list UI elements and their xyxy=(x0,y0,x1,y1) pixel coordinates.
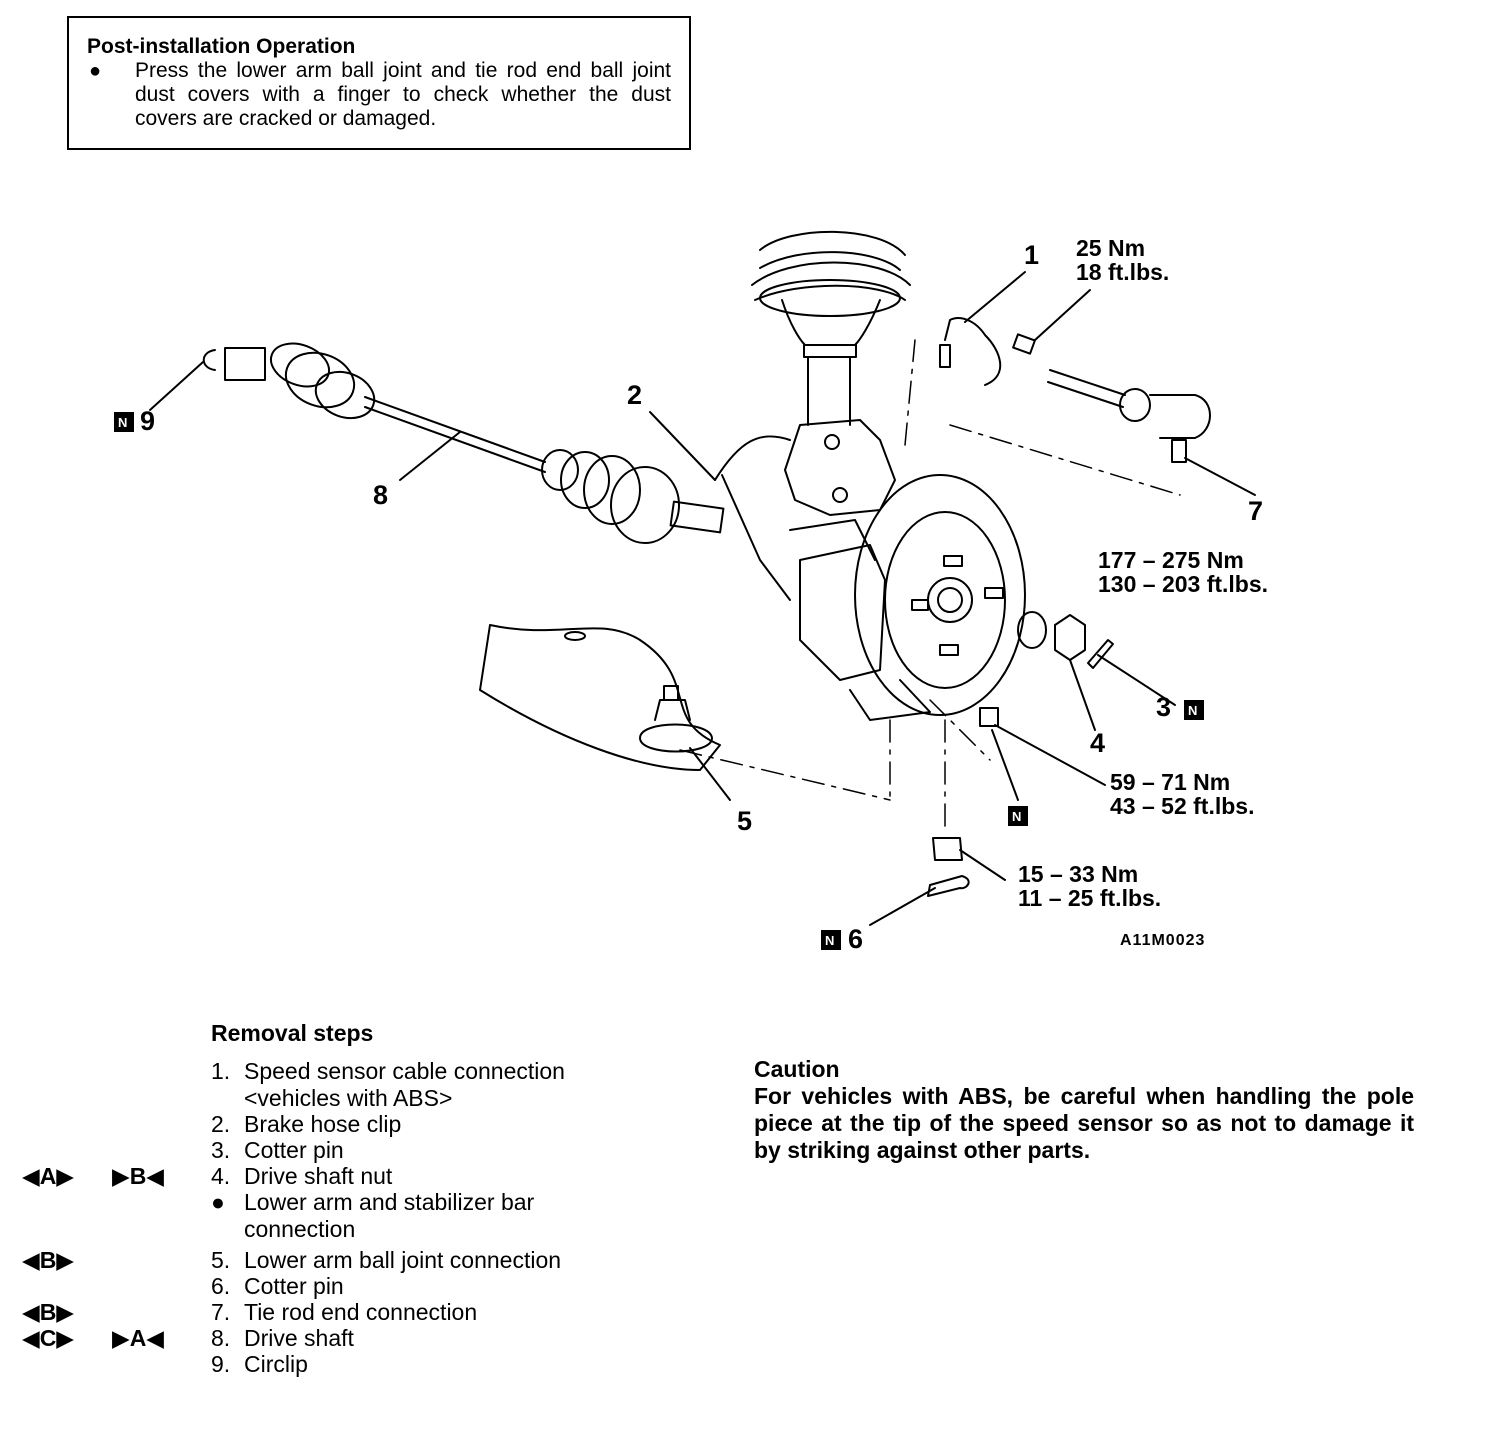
service-mark-2: ▶B◀ xyxy=(112,1163,164,1189)
step-text: Tie rod end connection xyxy=(244,1299,478,1325)
bolt-drawing xyxy=(1012,333,1036,355)
step-text: Brake hose clip xyxy=(244,1111,402,1137)
callout-8: 8 xyxy=(373,480,388,510)
post-installation-title: Post-installation Operation xyxy=(87,35,356,58)
step-number: 3. xyxy=(211,1137,231,1163)
callout-1: 1 xyxy=(1024,240,1039,270)
step-number: 1. xyxy=(211,1058,231,1084)
torque-4-ftlbs: 11 – 25 ft.lbs. xyxy=(1018,885,1161,911)
step-text: Lower arm and stabilizer bar connection xyxy=(244,1189,535,1242)
figure-code: A11M0023 xyxy=(1120,932,1205,949)
step-number: 9. xyxy=(211,1351,231,1377)
lower-nut-drawing xyxy=(979,707,999,727)
post-installation-box: Post-installation Operation ● Press the … xyxy=(67,16,691,150)
post-installation-item: ● Press the lower arm ball joint and tie… xyxy=(87,59,671,131)
svg-text:N: N xyxy=(118,415,127,430)
torque-3-nm: 59 – 71 Nm xyxy=(1110,769,1230,795)
cotter-pin-drawing xyxy=(1087,639,1114,669)
step-number: 6. xyxy=(211,1273,231,1299)
service-mark-1: ◀A▶ xyxy=(22,1163,74,1189)
callout-5: 5 xyxy=(737,806,752,836)
n-symbol-3: N xyxy=(1184,700,1204,720)
step-text: Drive shaft xyxy=(244,1325,354,1351)
n-symbol-9: N xyxy=(114,412,134,432)
svg-text:N: N xyxy=(825,933,834,948)
torque-4-nm: 15 – 33 Nm xyxy=(1018,861,1138,887)
torque-3-ftlbs: 43 – 52 ft.lbs. xyxy=(1110,793,1254,819)
callout-6: 6 xyxy=(848,924,863,954)
step-text: Cotter pin xyxy=(244,1137,344,1163)
step-text: Drive shaft nut xyxy=(244,1163,393,1189)
callout-2: 2 xyxy=(627,380,642,410)
step-text: Cotter pin xyxy=(244,1273,344,1299)
post-installation-text: Press the lower arm ball joint and tie r… xyxy=(135,59,671,130)
lower-arm-drawing xyxy=(479,624,721,771)
n-symbol-6: N xyxy=(821,930,841,950)
caution-text: For vehicles with ABS, be careful when h… xyxy=(754,1083,1414,1163)
tie-rod-end-drawing xyxy=(1047,369,1211,463)
speed-sensor-cable-drawing xyxy=(944,317,1002,386)
brake-hose-drawing xyxy=(714,435,791,601)
torque-1-ftlbs: 18 ft.lbs. xyxy=(1076,259,1169,285)
step-number: 4. xyxy=(211,1163,231,1189)
service-mark-1: ◀C▶ xyxy=(22,1325,74,1351)
removal-steps-title: Removal steps xyxy=(211,1020,374,1046)
torque-1-nm: 25 Nm xyxy=(1076,235,1145,261)
step-number: 8. xyxy=(211,1325,231,1351)
front-axle-exploded-diagram: 1 2 3 4 5 6 7 8 9 N N N N 25 Nm 18 ft.lb… xyxy=(114,230,1268,954)
knuckle-rotor-drawing xyxy=(789,474,1026,721)
step-text: Circlip xyxy=(244,1351,308,1377)
callout-7: 7 xyxy=(1248,496,1263,526)
n-symbol-nut: N xyxy=(1008,806,1028,826)
callout-9: 9 xyxy=(140,406,155,436)
svg-text:N: N xyxy=(1188,703,1197,718)
caution-note: Caution For vehicles with ABS, be carefu… xyxy=(754,1056,1414,1164)
strut-assembly-drawing xyxy=(751,230,911,516)
torque-2-ftlbs: 130 – 203 ft.lbs. xyxy=(1098,571,1268,597)
leader-lines xyxy=(149,271,1256,926)
svg-text:N: N xyxy=(1012,809,1021,824)
step-bullet: ● xyxy=(211,1189,225,1215)
drive-shaft-nut-drawing xyxy=(1054,614,1086,661)
step-number: 2. xyxy=(211,1111,231,1137)
caution-title: Caution xyxy=(754,1056,840,1082)
callout-4: 4 xyxy=(1090,728,1105,758)
step-number: 5. xyxy=(211,1247,231,1273)
assembly-lines xyxy=(679,339,1181,831)
service-mark-1: ◀B▶ xyxy=(22,1247,74,1273)
drive-shaft-drawing xyxy=(202,342,725,544)
step-number: 7. xyxy=(211,1299,231,1325)
castle-nut-drawing xyxy=(932,837,963,861)
washer-drawing xyxy=(1017,611,1047,649)
cotter-pin-6-drawing xyxy=(927,875,970,897)
torque-2-nm: 177 – 275 Nm xyxy=(1098,547,1244,573)
step-text: Speed sensor cable connection <vehicles … xyxy=(244,1058,565,1111)
callout-3: 3 xyxy=(1156,692,1171,722)
service-mark-1: ◀B▶ xyxy=(22,1299,74,1325)
service-mark-2: ▶A◀ xyxy=(112,1325,164,1351)
step-text: Lower arm ball joint connection xyxy=(244,1247,562,1273)
bullet-icon: ● xyxy=(89,60,102,82)
